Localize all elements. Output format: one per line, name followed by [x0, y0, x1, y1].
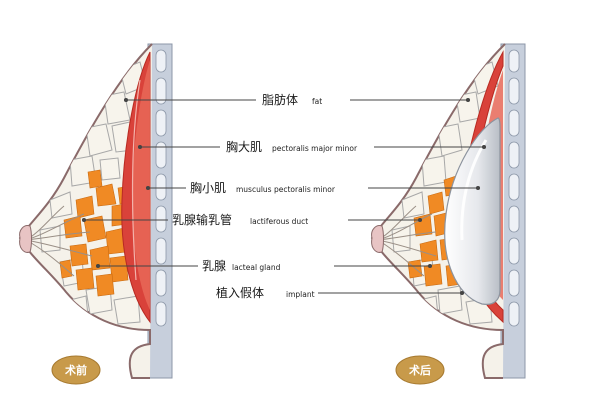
label-pectoralis-minor-en: musculus pectoralis minor: [236, 185, 336, 194]
leader-lines: [81, 97, 487, 296]
badge-after-text: 术后: [408, 363, 431, 377]
badge-after: 术后: [395, 355, 445, 385]
breast-after: [370, 43, 526, 379]
rib-segments-left: [155, 49, 167, 327]
label-duct-zh: 乳腺输乳管: [172, 212, 232, 227]
label-pectoralis-major-en: pectoralis major minor: [272, 144, 358, 153]
breast-before: [18, 43, 173, 379]
label-pectoralis-major-zh: 胸大肌: [226, 139, 262, 154]
pectoralis-minor-left: [132, 60, 150, 310]
nipple-left: [19, 225, 32, 253]
rib-segments-right: [508, 49, 520, 327]
label-fat-en: fat: [312, 97, 322, 106]
label-gland-en: lacteal gland: [232, 263, 281, 272]
label-gland-zh: 乳腺: [202, 259, 226, 273]
implant: [444, 117, 501, 305]
badge-before-text: 术前: [64, 363, 87, 377]
nipple-right: [371, 225, 384, 253]
labels: 脂肪体 fat 胸大肌 pectoralis major minor 胸小肌 m…: [172, 92, 358, 300]
label-implant-en: implant: [286, 290, 315, 299]
badge-before: 术前: [51, 355, 101, 385]
label-implant-zh: 植入假体: [216, 285, 264, 300]
label-pectoralis-minor-zh: 胸小肌: [190, 180, 226, 195]
label-fat-zh: 脂肪体: [262, 92, 298, 107]
label-duct-en: lactiferous duct: [250, 217, 308, 226]
